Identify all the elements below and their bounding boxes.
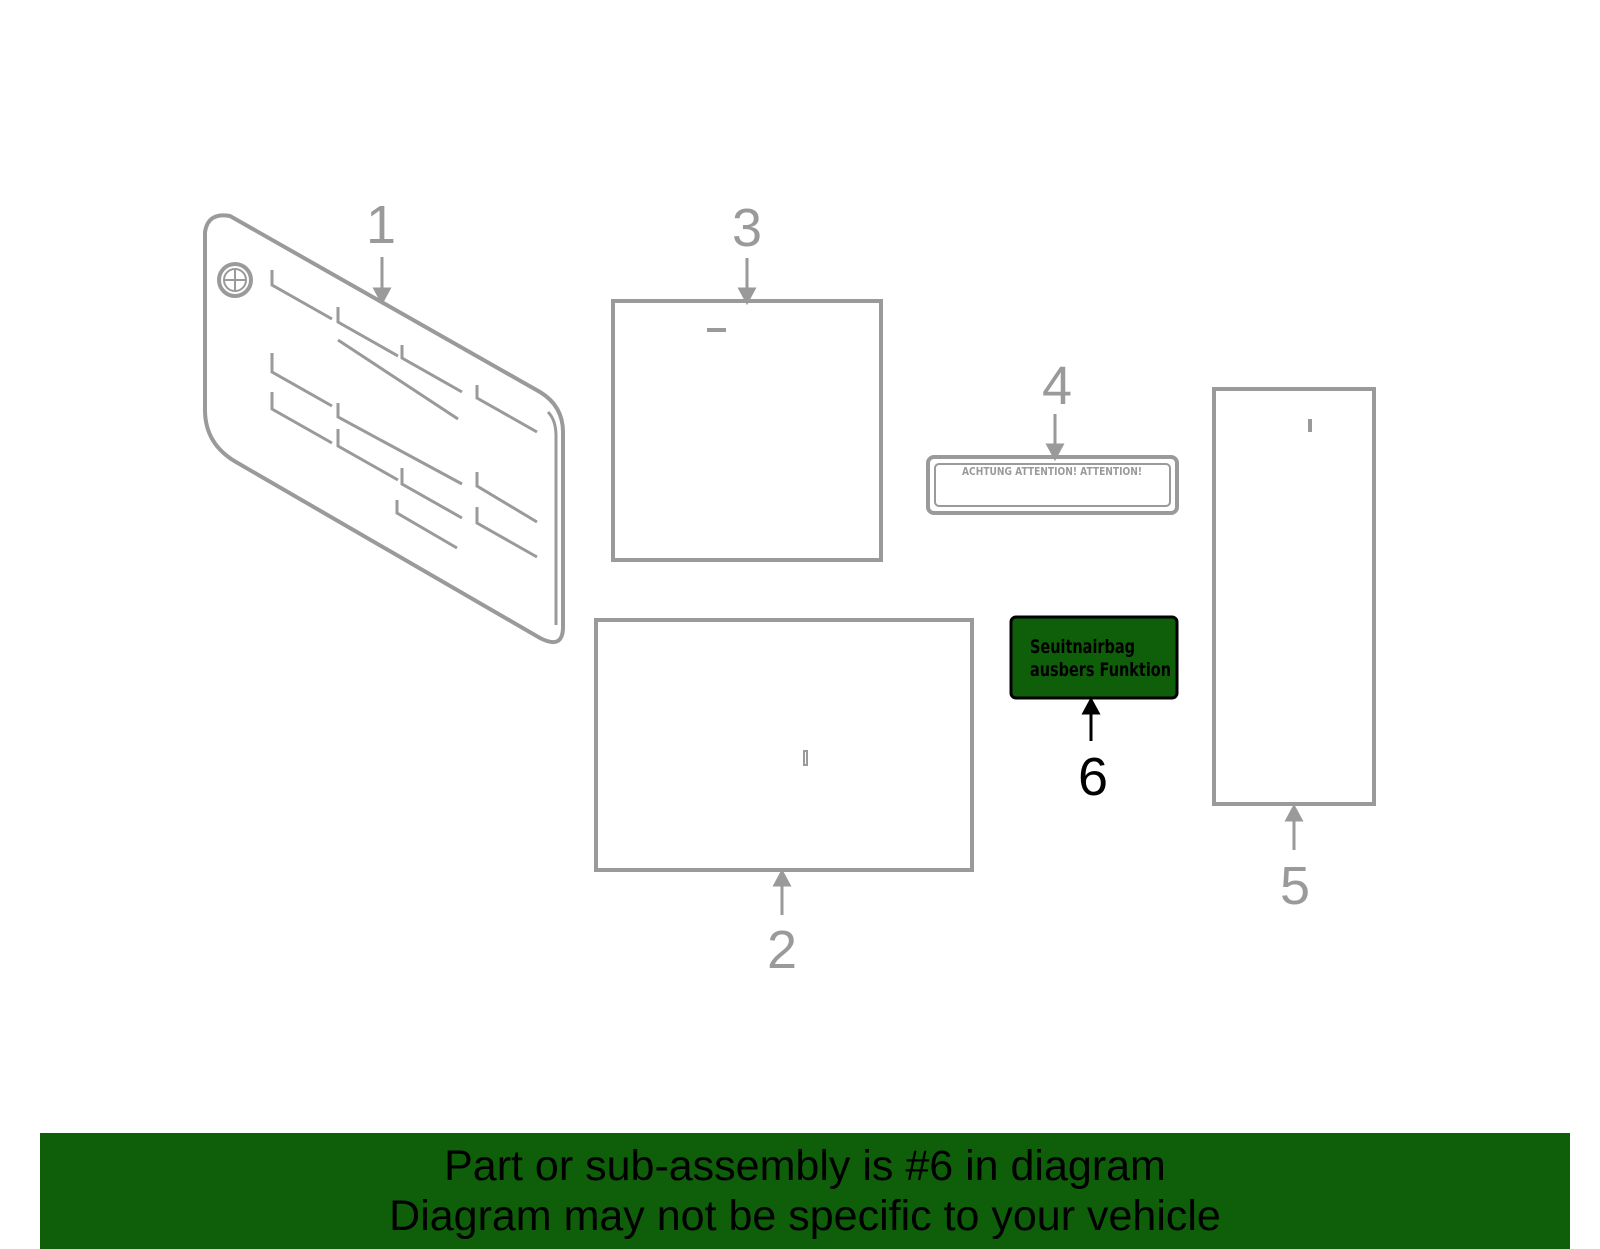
part-4-text: ACHTUNG ATTENTION! ATTENTION! xyxy=(962,465,1142,478)
part-1-text-lines xyxy=(270,270,538,559)
arrow-5-icon xyxy=(1284,803,1304,850)
part-6-airbag-label[interactable]: Seuitnairbag ausbers Funktion xyxy=(1009,615,1179,700)
footer-line-2: Diagram may not be specific to your vehi… xyxy=(389,1192,1221,1240)
arrow-1-icon xyxy=(372,257,392,306)
part-2-label[interactable] xyxy=(594,618,974,872)
arrow-4-icon xyxy=(1045,414,1065,462)
arrow-6-icon xyxy=(1081,696,1101,741)
callout-5: 5 xyxy=(1280,856,1310,916)
part-1-logo-icon xyxy=(217,262,253,298)
part-1-label-plate[interactable] xyxy=(203,213,565,645)
arrow-2-icon xyxy=(772,868,792,915)
part-5-label[interactable] xyxy=(1212,387,1376,806)
part-4-warning-label[interactable]: ACHTUNG ATTENTION! ATTENTION! xyxy=(926,455,1179,515)
footer-banner: Part or sub-assembly is #6 in diagram Di… xyxy=(40,1133,1570,1249)
callout-2: 2 xyxy=(767,920,797,980)
callout-arrows xyxy=(372,257,1304,915)
callout-1: 1 xyxy=(366,195,396,255)
callout-4: 4 xyxy=(1042,356,1072,416)
callout-3: 3 xyxy=(732,198,762,258)
part-3-label[interactable] xyxy=(611,299,883,562)
callout-6: 6 xyxy=(1078,747,1108,807)
arrow-3-icon xyxy=(737,258,757,306)
footer-line-1: Part or sub-assembly is #6 in diagram xyxy=(444,1142,1166,1190)
part-6-text-line-1: Seuitnairbag xyxy=(1030,636,1135,658)
part-6-text-line-2: ausbers Funktion xyxy=(1030,659,1171,681)
